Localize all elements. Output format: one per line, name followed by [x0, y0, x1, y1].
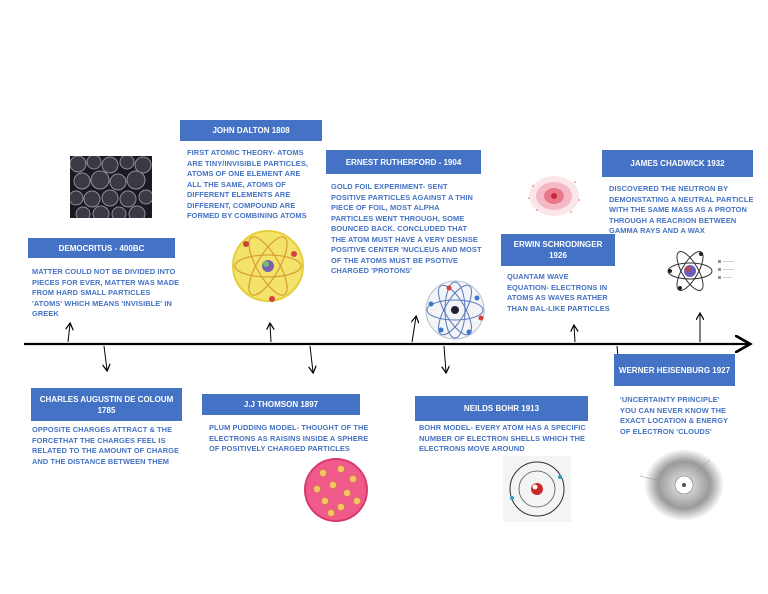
democritus-title: DEMOCRITUS - 400BC	[28, 238, 175, 258]
schrodinger-desc: QUANTAM WAVE EQUATION- ELECTRONS IN ATOM…	[507, 272, 610, 313]
bohr-title: NEILDS BOHR 1913	[415, 396, 588, 421]
rutherford-atom-icon	[425, 280, 485, 340]
bohr-atom-icon	[503, 456, 571, 522]
chadwick-atom-icon	[667, 251, 734, 291]
chadwick-desc: DISCOVERED THE NEUTRON BY DEMONSTATING A…	[609, 184, 754, 235]
schrodinger-title: ERWIN SCHRODINGER 1926	[501, 234, 615, 266]
chadwick-title: JAMES CHADWICK 1932	[602, 150, 753, 177]
coloum-desc: OPPOSITE CHARGES ATTRACT & THE FORCETHAT…	[32, 425, 180, 466]
plum-pudding-icon	[304, 458, 368, 522]
heisenberg-cloud-icon	[639, 449, 724, 521]
dalton-title: JOHN DALTON 1808	[180, 120, 322, 141]
arrow-up-democritus	[68, 324, 70, 343]
democritus-desc: MATTER COULD NOT BE DIVIDED INTO PIECES …	[32, 267, 180, 318]
coloum-title: CHARLES AUGUSTIN DE COLOUM 1785	[31, 388, 182, 421]
rutherford-title: ERNEST RUTHERFORD - 1904	[326, 150, 481, 174]
thomson-desc: PLUM PUDDING MODEL- THOUGHT OF THE ELECT…	[209, 423, 369, 453]
electron-cloud-icon	[528, 176, 580, 216]
arrow-down-bohr	[444, 345, 446, 372]
arrow-up-schrodinger	[574, 326, 575, 343]
arrow-down-coloum	[104, 345, 107, 370]
rutherford-desc: GOLD FOIL EXPERIMENT- SENT POSITIVE PART…	[331, 182, 482, 275]
arrow-up-dalton	[270, 324, 271, 343]
dalton-desc: FIRST ATOMIC THEORY- ATOMS ARE TINY/INVI…	[187, 148, 309, 220]
arrow-up-rutherford	[412, 317, 416, 343]
bohr-desc: BOHR MODEL- EVERY ATOM HAS A SPECIFIC NU…	[419, 423, 586, 453]
heisenburg-desc: 'UNCERTAINTY PRINCIPLE' YOU CAN NEVER KN…	[620, 395, 728, 436]
arrow-down-thomson	[310, 345, 313, 372]
heisenburg-title: WERNER HEISENBURG 1927	[614, 354, 735, 386]
thomson-title: J.J THOMSON 1897	[202, 394, 360, 415]
dalton-atom-icon	[232, 230, 304, 302]
atomic-spheres-image	[70, 156, 152, 218]
